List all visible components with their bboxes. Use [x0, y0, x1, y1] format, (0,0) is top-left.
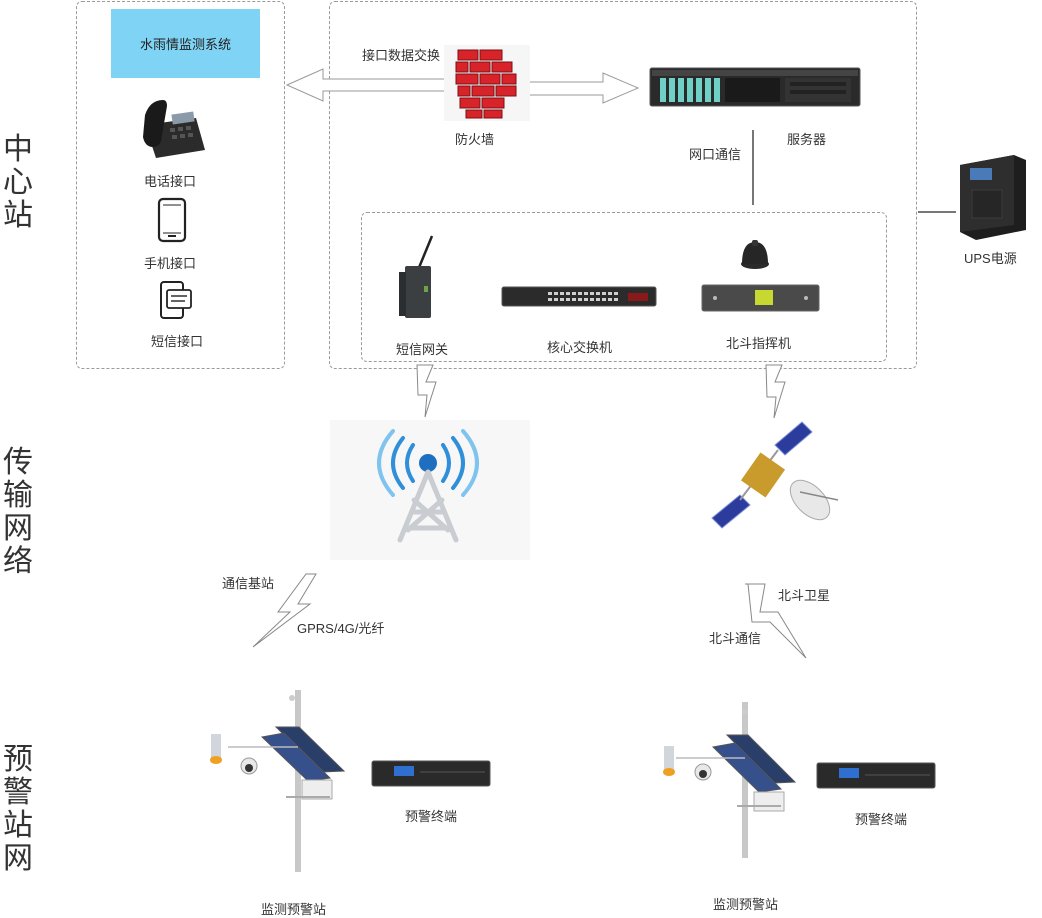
lightning-icon — [252, 573, 317, 648]
sms-icon — [160, 281, 192, 319]
beidou-commander-label: 北斗指挥机 — [726, 336, 792, 351]
right-arrow — [520, 72, 640, 104]
base-station-label: 通信基站 — [222, 576, 275, 591]
right-station-pole — [663, 702, 797, 858]
left-warning-terminal-icon — [371, 760, 491, 787]
desk-phone-icon — [143, 100, 205, 158]
monitoring-system-box: 水雨情监测系统 — [111, 9, 260, 78]
lightning-icon — [416, 364, 437, 418]
beidou-satellite-label: 北斗卫星 — [778, 588, 831, 603]
right-warning-terminal-label: 预警终端 — [855, 812, 908, 827]
sms-interface-label: 短信接口 — [151, 334, 204, 349]
right-monitoring-station-label: 监测预警站 — [713, 897, 779, 912]
mobile-phone-icon — [157, 197, 187, 243]
section-center-station: 中心站 — [3, 133, 33, 232]
right-warning-terminal-icon — [816, 762, 936, 789]
lightning-icons — [252, 364, 807, 659]
lightning-icon — [745, 583, 807, 659]
section-warning-network: 预警站网 — [3, 743, 33, 875]
mobile-interface-label: 手机接口 — [144, 256, 197, 271]
network-equipment-box — [361, 212, 887, 362]
server-icon — [649, 67, 861, 107]
network-comm-label: 网口通信 — [689, 147, 742, 162]
server-label: 服务器 — [787, 132, 827, 147]
sms-gateway-icon — [399, 235, 434, 318]
left-station-pole — [210, 690, 346, 872]
section-transmission-network: 传输网络 — [3, 446, 33, 578]
center-equipment-box — [329, 1, 917, 369]
ups-label: UPS电源 — [964, 251, 1017, 266]
core-switch-icon — [501, 286, 657, 307]
beidou-commander-icon — [701, 240, 820, 312]
client-interfaces-box — [76, 1, 285, 369]
firewall-icon — [444, 45, 530, 121]
left-arrow — [285, 68, 448, 102]
phone-interface-label: 电话接口 — [144, 174, 197, 189]
monitoring-system-title: 水雨情监测系统 — [139, 37, 231, 52]
left-monitoring-station-label: 监测预警站 — [261, 902, 327, 917]
ups-icon — [960, 155, 1026, 240]
gprs-link-label: GPRS/4G/光纤 — [297, 621, 385, 636]
data-exchange-label: 接口数据交换 — [362, 48, 441, 63]
firewall-label: 防火墙 — [455, 132, 495, 147]
signal-tower-icon — [330, 420, 530, 560]
sms-gateway-label: 短信网关 — [396, 342, 449, 357]
left-warning-terminal-label: 预警终端 — [405, 809, 458, 824]
core-switch-label: 核心交换机 — [547, 340, 613, 355]
lightning-icon — [765, 364, 786, 419]
satellite-icon — [711, 421, 839, 529]
beidou-comm-label: 北斗通信 — [709, 631, 762, 646]
